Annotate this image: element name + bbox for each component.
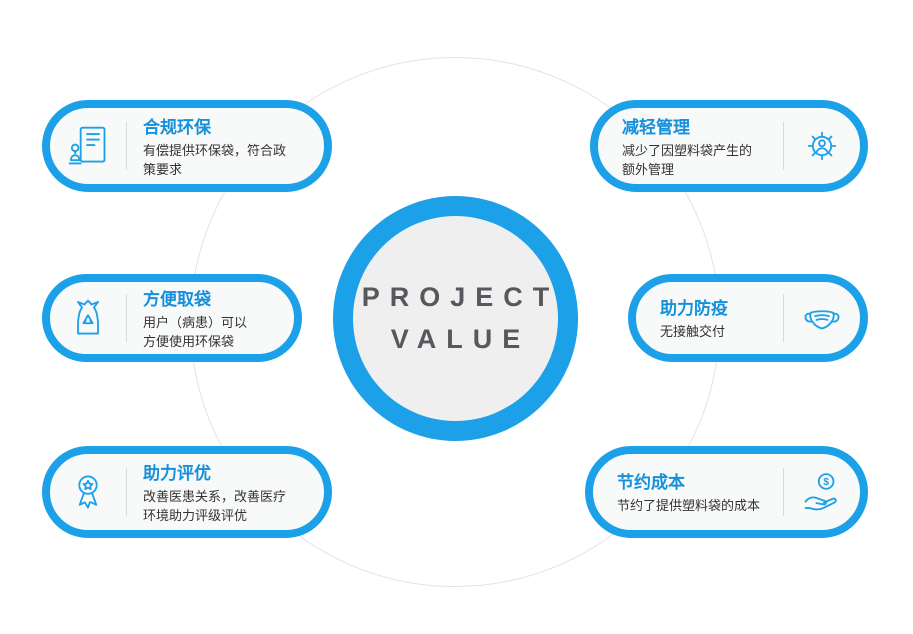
center-title-line1: PROJECT (361, 281, 560, 312)
card-title: 助力防疫 (660, 299, 728, 319)
card-cost-saving: 节约成本 节约了提供塑料袋的成本 $ (579, 446, 868, 538)
card-title: 助力评优 (143, 463, 211, 483)
center-title-line2: VALUE (390, 323, 531, 354)
card-title: 减轻管理 (622, 117, 690, 137)
card-title: 节约成本 (617, 473, 685, 493)
card-award: 助力评优 改善医患关系，改善医疗环境助力评级评优 (42, 446, 338, 538)
card-epidemic: 助力防疫 无接触交付 (620, 274, 868, 362)
card-desc: 改善医患关系，改善医疗环境助力评级评优 (143, 488, 287, 523)
card-desc: 节约了提供塑料袋的成本 (617, 498, 761, 514)
recycle-bag-icon (50, 296, 126, 340)
center-inner-disc: PROJECT VALUE (353, 216, 558, 421)
card-title: 方便取袋 (143, 289, 211, 309)
card-bag-pickup: 方便取袋 用户（病患）可以方便使用环保袋 (42, 274, 310, 362)
card-desc: 用户（病患）可以方便使用环保袋 (143, 314, 248, 349)
icon-divider (126, 468, 127, 516)
icon-divider (783, 122, 784, 170)
card-compliance: 合规环保 有偿提供环保袋，符合政策要求 (42, 100, 338, 192)
gear-user-icon (784, 124, 860, 168)
icon-divider (126, 122, 127, 170)
icon-divider (783, 294, 784, 342)
icon-divider (783, 468, 784, 516)
award-medal-icon (50, 470, 126, 514)
icon-divider (126, 294, 127, 342)
stamp-document-icon (50, 124, 126, 168)
svg-text:$: $ (823, 477, 829, 488)
card-management: 减轻管理 减少了因塑料袋产生的额外管理 (584, 100, 868, 192)
coin-hand-icon: $ (784, 470, 860, 514)
card-desc: 有偿提供环保袋，符合政策要求 (143, 142, 287, 177)
face-mask-icon (784, 296, 860, 340)
card-desc: 无接触交付 (660, 324, 726, 340)
center-circle: PROJECT VALUE (333, 196, 578, 441)
card-title: 合规环保 (143, 117, 211, 137)
card-desc: 减少了因塑料袋产生的额外管理 (622, 142, 753, 177)
